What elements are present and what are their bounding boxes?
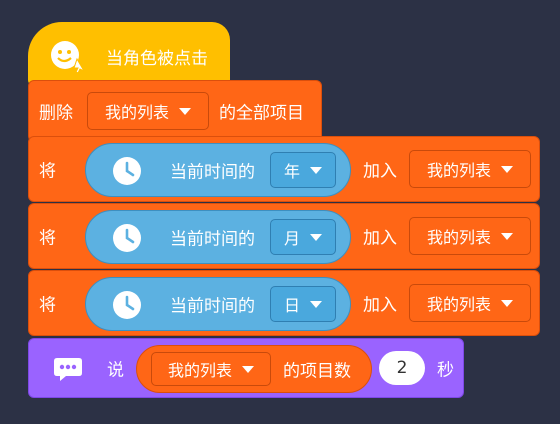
triangle-down-icon: [501, 299, 513, 307]
when-sprite-clicked-block[interactable]: 当角色被点击: [28, 22, 230, 86]
length-of-list-reporter[interactable]: 我的列表 的项目数: [136, 345, 372, 393]
list-dropdown-label: 我的列表: [426, 161, 491, 180]
add-to-list-block-year[interactable]: 将 当前时间的 年 加入 我的列表: [28, 136, 540, 202]
time-unit-dropdown[interactable]: 年: [270, 152, 336, 188]
add-verb-label: 将: [39, 228, 56, 249]
current-time-label: 当前时间的: [170, 296, 255, 317]
triangle-down-icon: [179, 107, 191, 115]
seconds-value: 2: [396, 358, 408, 378]
clock-icon: [113, 224, 141, 252]
list-dropdown-label: 我的列表: [167, 361, 232, 380]
add-action-label: 加入: [363, 228, 397, 249]
triangle-down-icon: [310, 300, 322, 308]
delete-all-of-list-block[interactable]: 删除 我的列表 的全部项目: [28, 80, 322, 142]
current-time-reporter[interactable]: 当前时间的 月: [85, 210, 351, 264]
current-time-reporter[interactable]: 当前时间的 年: [85, 143, 351, 197]
add-verb-label: 将: [39, 161, 56, 182]
list-dropdown-label: 我的列表: [104, 103, 169, 122]
seconds-input[interactable]: 2: [379, 351, 425, 385]
list-dropdown-label: 我的列表: [426, 295, 491, 314]
triangle-down-icon: [310, 166, 322, 174]
current-time-label: 当前时间的: [170, 229, 255, 250]
all-items-label: 的全部项目: [219, 103, 304, 124]
add-action-label: 加入: [363, 295, 397, 316]
sprite-click-icon: [51, 41, 86, 74]
length-label: 的项目数: [283, 361, 351, 382]
time-unit-dropdown[interactable]: 日: [270, 286, 336, 322]
current-time-label: 当前时间的: [170, 162, 255, 183]
list-dropdown[interactable]: 我的列表: [151, 352, 271, 386]
delete-label: 删除: [39, 103, 73, 124]
triangle-down-icon: [242, 365, 254, 373]
list-dropdown[interactable]: 我的列表: [409, 150, 531, 188]
speech-bubble-icon: [54, 358, 82, 381]
clock-icon: [113, 157, 141, 185]
add-action-label: 加入: [363, 161, 397, 182]
seconds-unit-label: 秒: [437, 360, 454, 381]
current-time-reporter[interactable]: 当前时间的 日: [85, 277, 351, 331]
time-unit-label: 日: [283, 296, 300, 315]
time-unit-label: 月: [283, 229, 300, 248]
clock-icon: [113, 291, 141, 319]
time-unit-dropdown[interactable]: 月: [270, 219, 336, 255]
list-dropdown[interactable]: 我的列表: [409, 284, 531, 322]
list-dropdown[interactable]: 我的列表: [409, 217, 531, 255]
say-for-seconds-block[interactable]: 说 我的列表 的项目数 2 秒: [28, 338, 464, 398]
list-dropdown-label: 我的列表: [426, 228, 491, 247]
time-unit-label: 年: [283, 162, 300, 181]
triangle-down-icon: [501, 232, 513, 240]
list-dropdown[interactable]: 我的列表: [87, 92, 209, 130]
triangle-down-icon: [310, 233, 322, 241]
add-to-list-block-month[interactable]: 将 当前时间的 月 加入 我的列表: [28, 203, 540, 269]
add-verb-label: 将: [39, 295, 56, 316]
say-verb-label: 说: [107, 360, 124, 381]
triangle-down-icon: [501, 165, 513, 173]
add-to-list-block-day[interactable]: 将 当前时间的 日 加入 我的列表: [28, 270, 540, 336]
hat-label: 当角色被点击: [106, 49, 208, 69]
